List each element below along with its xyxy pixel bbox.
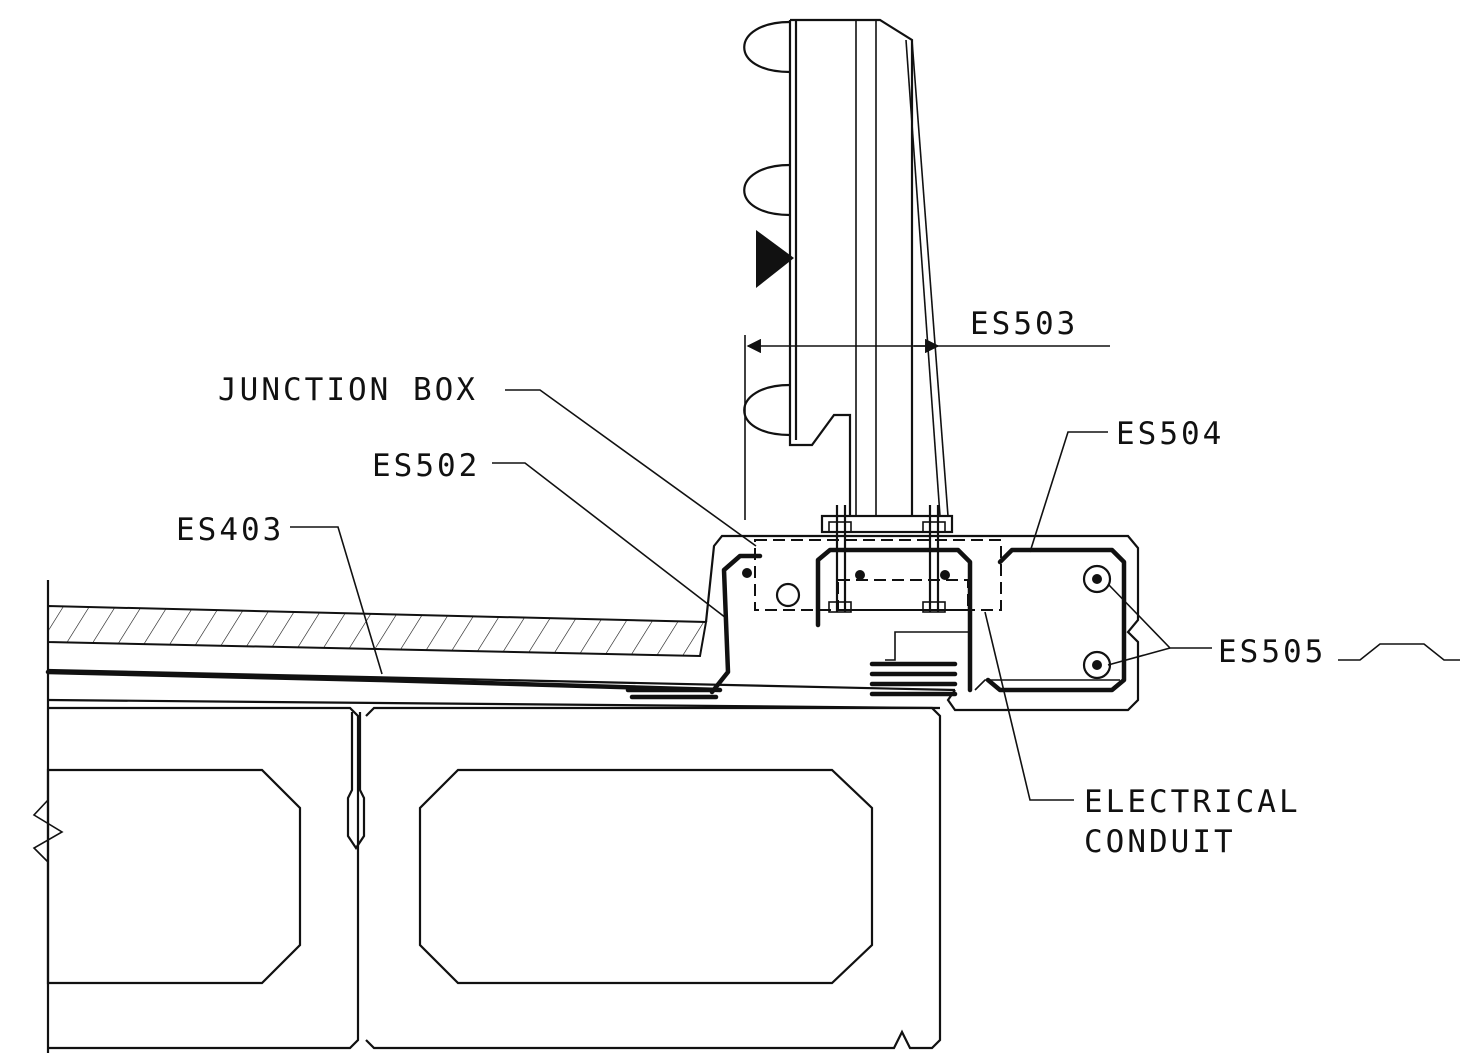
deck-slab	[45, 661, 958, 710]
es502-stirrup	[709, 553, 763, 695]
label-es504: ES504	[1116, 416, 1224, 452]
es504-stirrup	[742, 547, 1127, 693]
slab-beam-left	[46, 706, 366, 1050]
label-electrical-conduit-2: CONDUIT	[1084, 824, 1236, 860]
label-electrical-conduit-1: ELECTRICAL	[1084, 784, 1301, 820]
es503-dimension	[744, 335, 1110, 520]
slab-beam-right	[365, 706, 942, 1050]
label-es505: ES505	[1218, 634, 1326, 670]
label-es403: ES403	[176, 512, 284, 548]
label-junction-box: JUNCTION BOX	[218, 372, 478, 408]
label-es503: ES503	[970, 306, 1078, 342]
deck-overlay	[47, 604, 708, 658]
rail-tubes	[743, 20, 794, 437]
barrier-curb	[704, 534, 1140, 712]
leader-lines	[290, 389, 1460, 801]
callout-labels: JUNCTION BOX ES503 ES504 ES502 ES403 ES5…	[176, 306, 1326, 860]
label-es502: ES502	[372, 448, 480, 484]
post-base-plate	[820, 505, 954, 613]
steel-post	[788, 18, 949, 517]
